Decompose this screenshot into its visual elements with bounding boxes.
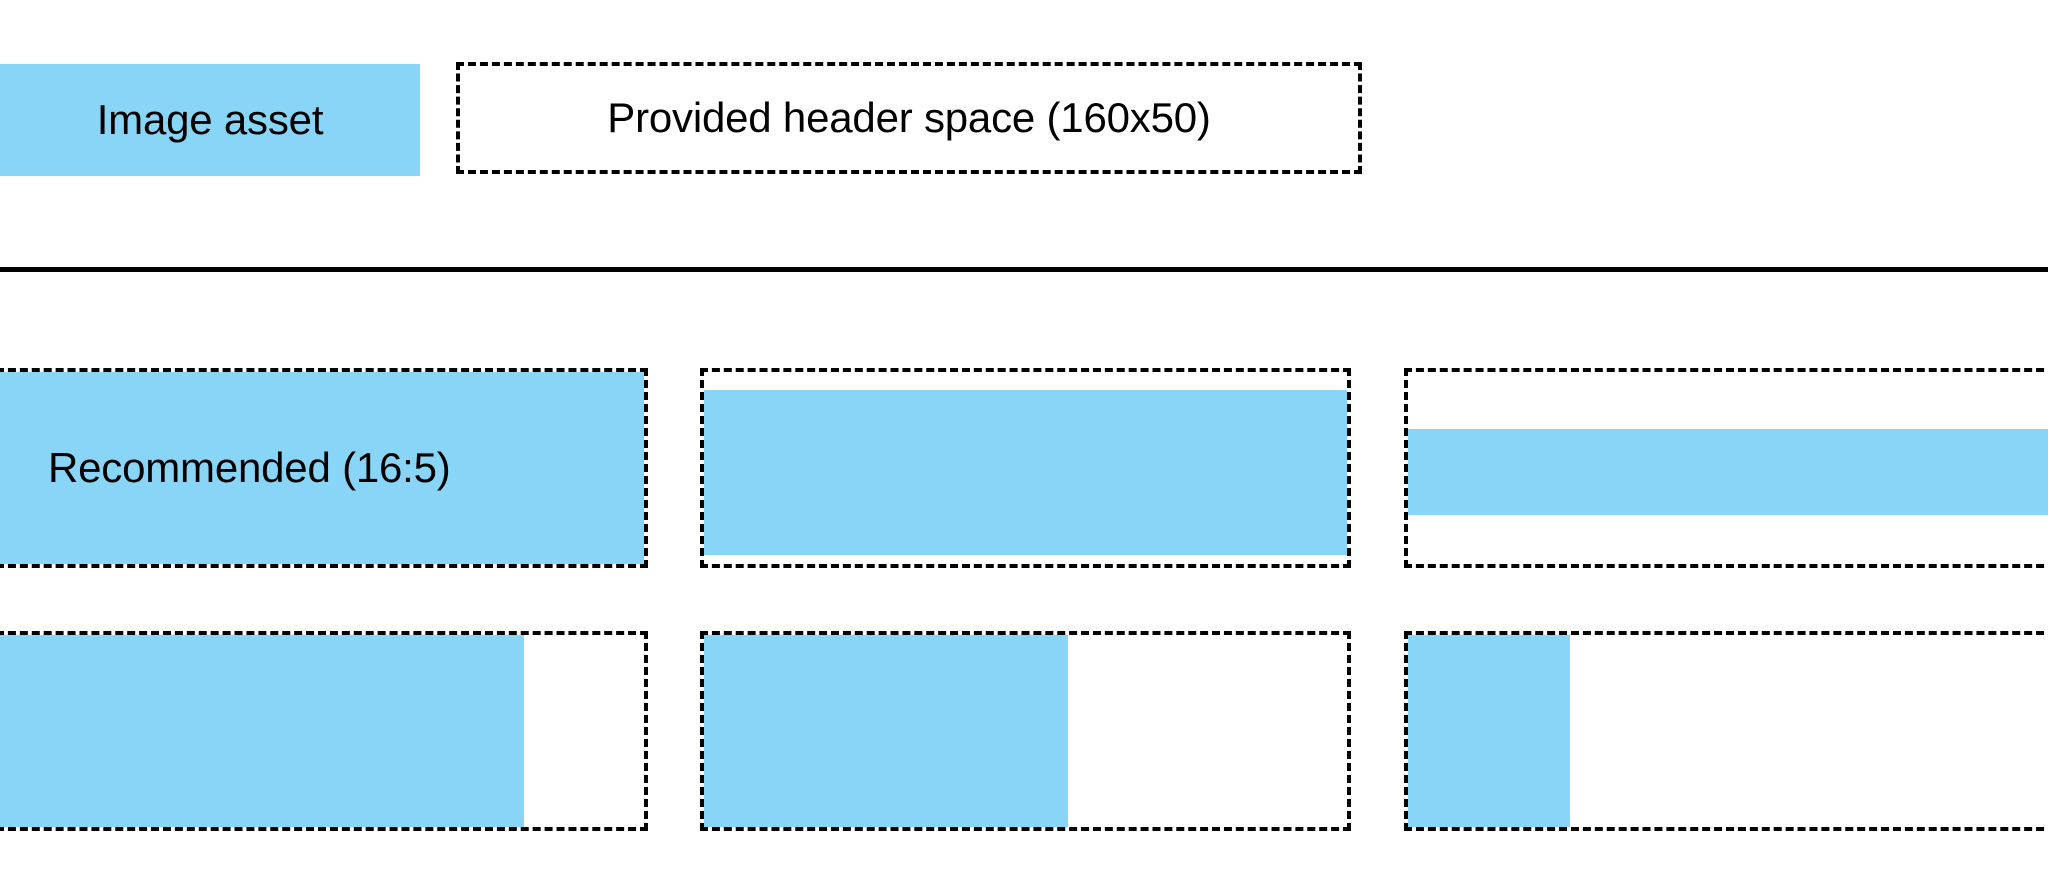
aspect-cell-r1c2 xyxy=(700,368,1351,568)
aspect-cell-r2c1 xyxy=(0,631,648,831)
asset-fill-r2c2 xyxy=(704,635,1068,827)
aspect-cell-r1c3 xyxy=(1404,368,2048,568)
aspect-cell-r1c1: Recommended (16:5) xyxy=(0,368,648,568)
asset-fill-r1c2 xyxy=(704,390,1347,555)
recommended-ratio-label: Recommended (16:5) xyxy=(48,444,451,491)
image-asset-swatch: Image asset xyxy=(0,64,420,176)
aspect-cell-r2c2 xyxy=(700,631,1351,831)
section-divider xyxy=(0,267,2048,272)
provided-header-space-box: Provided header space (160x50) xyxy=(456,62,1362,174)
aspect-cell-r2c3 xyxy=(1404,631,2048,831)
asset-fill-r2c3 xyxy=(1408,635,1570,827)
asset-fill-r2c1 xyxy=(0,635,524,827)
asset-fill-r1c3 xyxy=(1408,429,2048,515)
legend-row: Image asset Provided header space (160x5… xyxy=(0,0,2048,268)
aspect-ratio-grid: Recommended (16:5) xyxy=(0,268,2048,896)
provided-header-space-label: Provided header space (160x50) xyxy=(607,94,1211,141)
image-asset-label: Image asset xyxy=(96,96,324,143)
asset-fill-r1c1 xyxy=(0,372,644,564)
